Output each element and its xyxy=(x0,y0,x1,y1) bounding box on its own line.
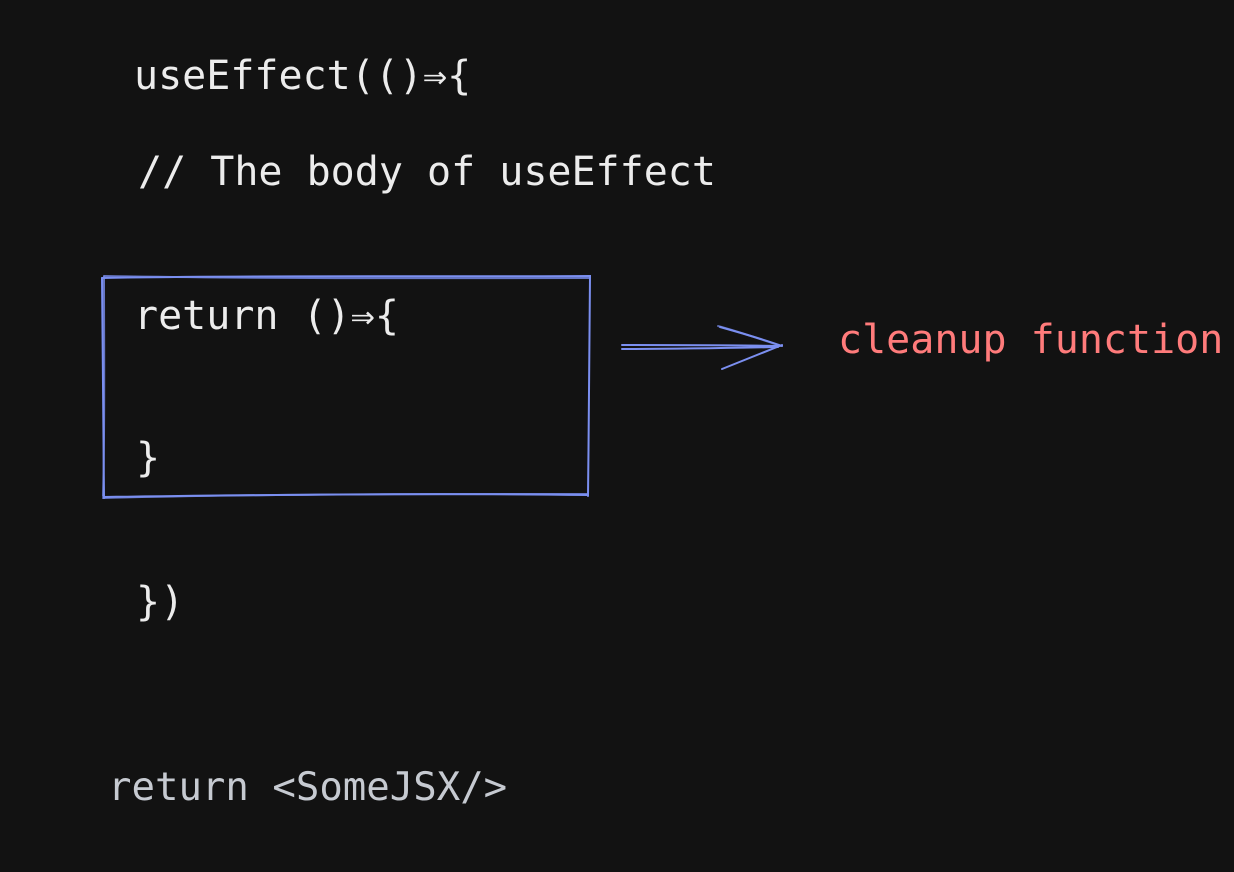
code-line-useeffect-open: useEffect(()⇒{ xyxy=(134,53,472,99)
highlight-box xyxy=(101,274,591,499)
code-line-return-cleanup: return ()⇒{ xyxy=(134,293,399,339)
code-line-return-jsx: return <SomeJSX/> xyxy=(108,765,508,810)
code-line-cleanup-close: } xyxy=(136,435,161,481)
code-line-useeffect-close: }) xyxy=(136,579,185,625)
cleanup-function-label: cleanup function xyxy=(838,317,1224,363)
code-line-comment: // The body of useEffect xyxy=(138,149,716,195)
arrow-right-icon xyxy=(621,325,783,370)
